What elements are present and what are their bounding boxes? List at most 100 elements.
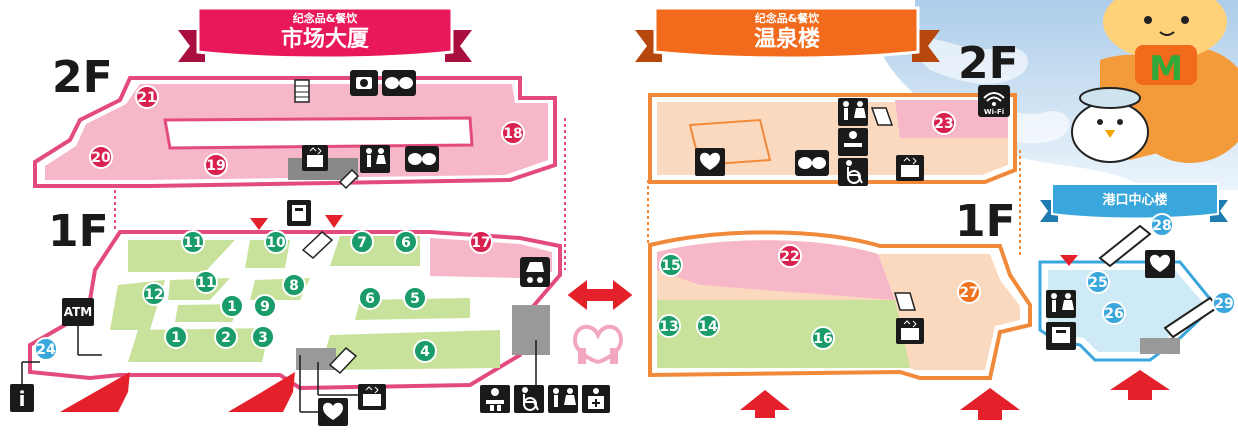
restroom-icon [1046, 290, 1076, 318]
stairs-icon [294, 79, 310, 103]
atm-icon: ATM [62, 298, 94, 326]
elevator-icon [358, 384, 386, 410]
shop-marker[interactable]: 1 [164, 325, 188, 349]
shop-number: 19 [206, 158, 225, 174]
shop-number: 20 [91, 150, 111, 166]
shop-marker[interactable]: 20 [89, 145, 113, 169]
shop-number: 11 [183, 235, 202, 251]
onsen-banner-subtitle: 纪念品&餐饮 [755, 11, 821, 25]
stairs-icon [870, 107, 894, 126]
shop-number: 6 [401, 235, 411, 251]
elevator-icon [896, 318, 924, 344]
shop-number: 11 [196, 275, 215, 291]
onsen-1f-label: 1F [955, 196, 1016, 247]
shop-number: 28 [1152, 218, 1171, 234]
wifi-label: Wi-Fi [984, 108, 1004, 116]
shop-marker[interactable]: 25 [1086, 270, 1110, 294]
stairs-icon [301, 231, 334, 259]
information-icon: i [10, 384, 34, 412]
elevator-icon [896, 155, 924, 181]
port-banner: 港口中心楼 [1040, 183, 1228, 222]
shop-marker[interactable]: 8 [282, 273, 306, 297]
shop-marker[interactable]: 23 [932, 111, 956, 135]
locker-icon [1046, 322, 1076, 350]
shop-marker[interactable]: 14 [696, 314, 720, 338]
aed-heart-icon [695, 148, 725, 176]
shop-marker[interactable]: 1 [220, 294, 244, 318]
shop-marker[interactable]: 9 [253, 294, 277, 318]
shop-marker[interactable]: 10 [264, 230, 288, 254]
shop-marker[interactable]: 19 [204, 153, 228, 177]
shop-number: 21 [137, 90, 156, 106]
heart-landmark [572, 324, 624, 365]
shop-marker[interactable]: 28 [1150, 213, 1174, 237]
shop-number: 7 [357, 235, 367, 251]
stairs-icon [893, 292, 917, 311]
shop-marker[interactable]: 11 [181, 230, 205, 254]
shop-number: 15 [661, 258, 680, 274]
shop-number: 14 [698, 319, 718, 335]
mascot-illustration: M [1071, 0, 1238, 163]
shop-marker[interactable]: 17 [469, 230, 493, 254]
market-2f-label: 2F [52, 52, 113, 103]
shop-marker[interactable]: 2 [214, 325, 238, 349]
elevator-icon [302, 145, 328, 171]
shop-marker[interactable]: 6 [394, 230, 418, 254]
information-label: i [19, 387, 26, 411]
shop-marker[interactable]: 21 [135, 85, 159, 109]
shop-marker[interactable]: 5 [403, 286, 427, 310]
shop-number: 16 [813, 331, 832, 347]
shop-number: 1 [227, 299, 237, 315]
shop-number: 4 [420, 344, 430, 360]
market-banner-subtitle: 纪念品&餐饮 [293, 11, 359, 25]
stairs-icon [338, 168, 360, 190]
market-banner-title: 市场大厦 [281, 26, 369, 52]
shop-marker[interactable]: 27 [957, 280, 981, 304]
shop-number: 5 [410, 291, 420, 307]
onsen-2f-label: 2F [958, 38, 1019, 89]
stairs-icon [328, 346, 358, 375]
wheelchair-icon [514, 385, 544, 413]
shop-marker[interactable]: 29 [1212, 291, 1236, 315]
shop-number: 25 [1088, 275, 1107, 291]
shop-marker[interactable]: 13 [657, 314, 681, 338]
restroom-icon [548, 385, 578, 413]
restroom-icon [838, 98, 868, 126]
shop-marker[interactable]: 12 [142, 282, 166, 306]
baby-changing-icon [480, 385, 510, 413]
shop-marker[interactable]: 3 [251, 325, 275, 349]
shop-marker[interactable]: 15 [659, 253, 683, 277]
shop-number: 24 [36, 342, 56, 358]
escalator-icon [1098, 224, 1152, 268]
shop-number: 3 [258, 330, 268, 346]
shop-number: 27 [959, 285, 978, 301]
shop-number: 10 [266, 235, 286, 251]
shop-marker[interactable]: 7 [350, 230, 374, 254]
shop-marker[interactable]: 18 [501, 121, 525, 145]
shop-number: 18 [503, 126, 522, 142]
nursing-room-icon [405, 146, 439, 172]
shop-marker[interactable]: 16 [811, 326, 835, 350]
market-1f-floor [28, 230, 562, 391]
shop-marker[interactable]: 26 [1102, 301, 1126, 325]
onsen-banner-title: 温泉楼 [754, 26, 820, 52]
shop-number: 6 [365, 291, 375, 307]
mascot-letter: M [1149, 49, 1183, 89]
market-1f-label: 1F [48, 206, 109, 257]
nursing-room-icon [382, 70, 416, 96]
shop-marker[interactable]: 22 [778, 244, 802, 268]
shop-marker[interactable]: 11 [194, 270, 218, 294]
shop-marker[interactable]: 6 [358, 286, 382, 310]
shop-marker[interactable]: 4 [413, 339, 437, 363]
shop-number: 9 [260, 299, 270, 315]
camera-icon [350, 70, 378, 96]
port-banner-title: 港口中心楼 [1102, 192, 1167, 208]
shop-marker[interactable]: 24 [34, 337, 58, 361]
shop-number: 23 [934, 116, 953, 132]
locker-icon [287, 200, 311, 226]
shop-number: 1 [171, 330, 181, 346]
shop-number: 13 [659, 319, 678, 335]
aed-heart-icon [318, 398, 348, 426]
atm-label: ATM [64, 305, 92, 319]
